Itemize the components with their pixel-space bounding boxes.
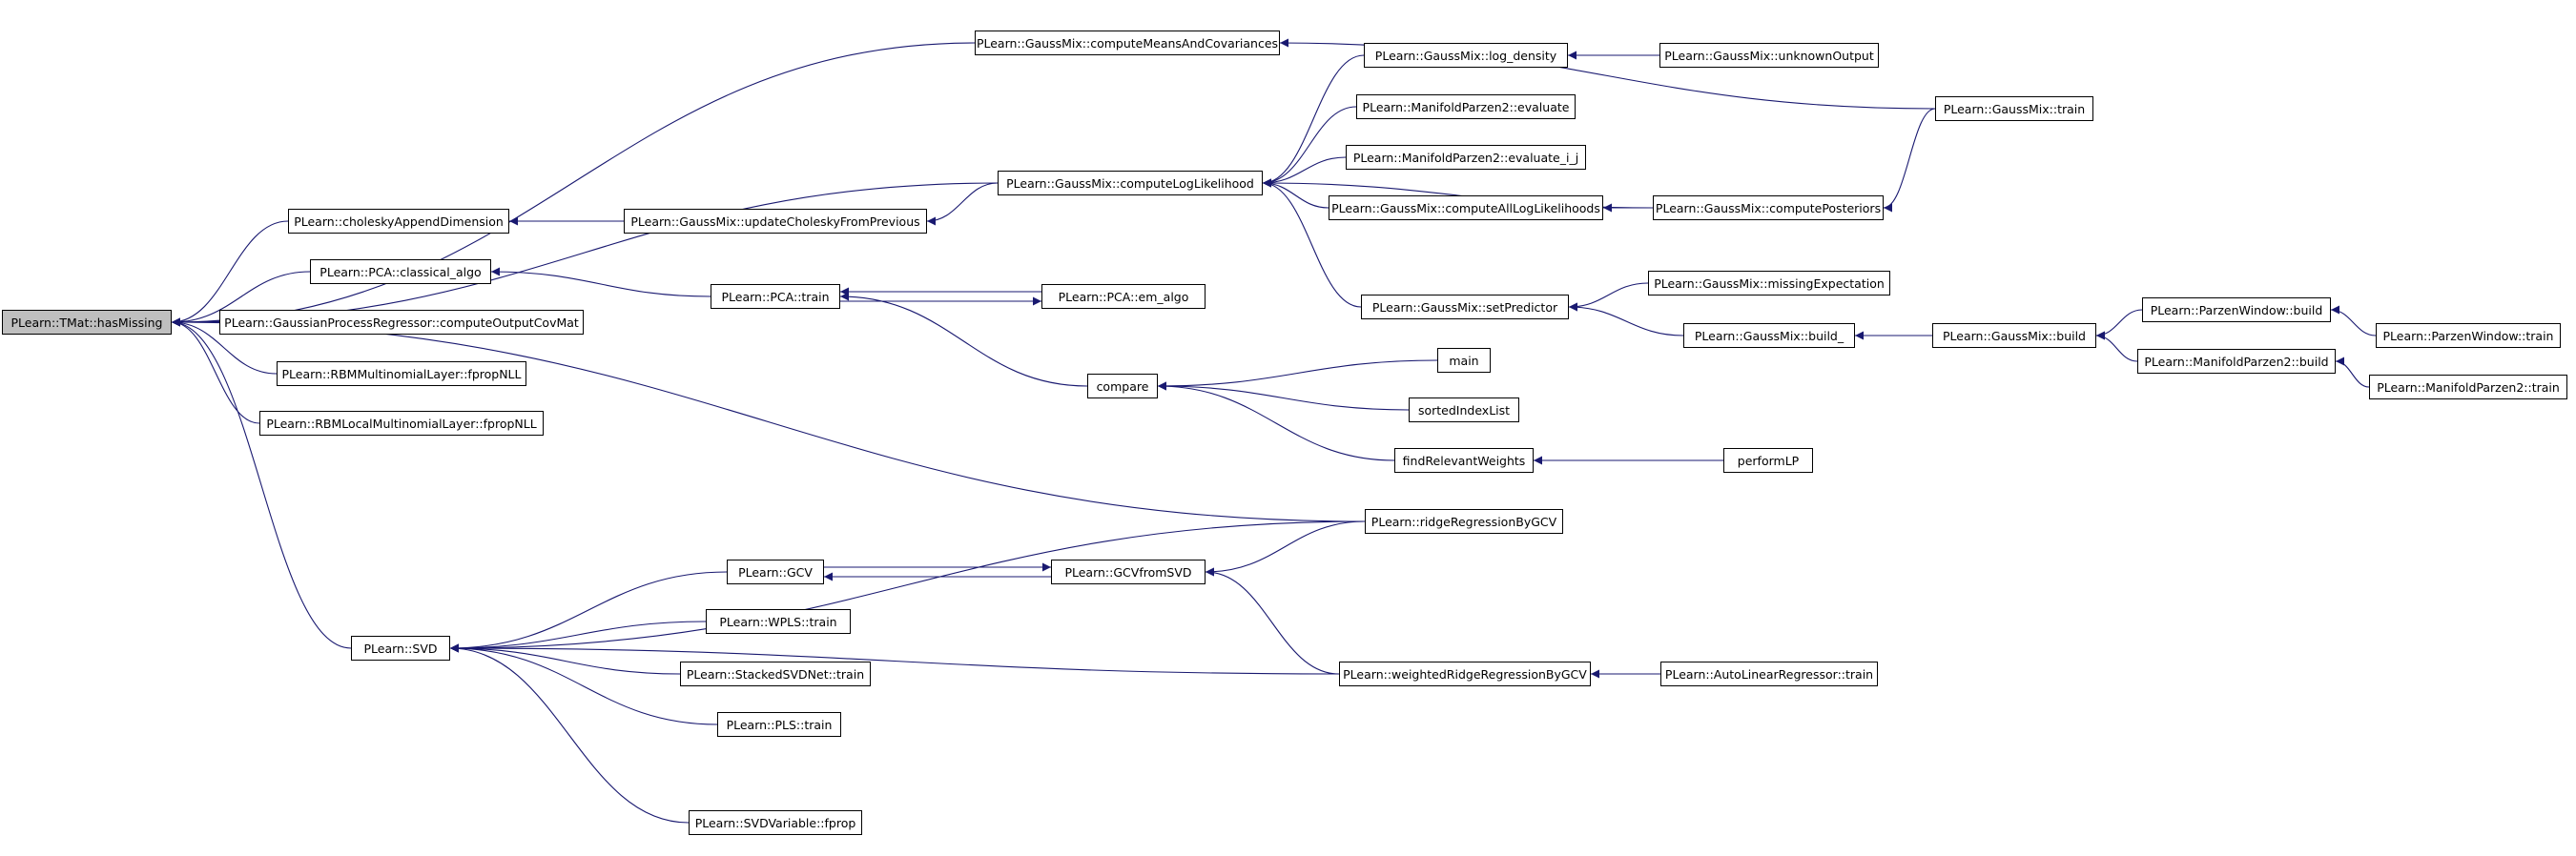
node-mp2build[interactable]: PLearn::ManifoldParzen2::build [2137, 349, 2336, 374]
node-gauss-mix-train[interactable]: PLearn::GaussMix::train [1935, 96, 2093, 121]
node-gcv[interactable]: PLearn::GCV [727, 560, 824, 584]
edge-mp2Train-to-mp2Build [2335, 357, 2370, 388]
edge-gaussMixTrain-to-computePosteriors [1883, 108, 1936, 213]
node-sorted-index-list[interactable]: sortedIndexList [1409, 397, 1519, 422]
node-main[interactable]: main [1437, 348, 1491, 373]
edge-svd-to-hasMissing [171, 317, 352, 649]
edge-pcaClassical-to-hasMissing [171, 271, 311, 327]
node-parzen-build[interactable]: PLearn::ParzenWindow::build [2142, 297, 2331, 322]
node-mp2train[interactable]: PLearn::ManifoldParzen2::train [2369, 375, 2567, 399]
edge-gcv-to-svd [449, 571, 728, 653]
node-svd[interactable]: PLearn::SVD [351, 636, 450, 661]
node-pca-train[interactable]: PLearn::PCA::train [711, 284, 840, 309]
node-log-density[interactable]: PLearn::GaussMix::log_density [1364, 43, 1568, 68]
node-svd-variable-fprop[interactable]: PLearn::SVDVariable::fprop [689, 810, 862, 835]
node-update-cholesky[interactable]: PLearn::GaussMix::updateCholeskyFromPrev… [624, 209, 927, 234]
edge-wplsTrain-to-svd [449, 621, 707, 653]
node-compute-posteriors[interactable]: PLearn::GaussMix::computePosteriors [1653, 195, 1884, 220]
node-wpls-train[interactable]: PLearn::WPLS::train [706, 609, 851, 634]
node-compute-means-and-covariances[interactable]: PLearn::GaussMix::computeMeansAndCovaria… [975, 31, 1280, 55]
edge-stackedSvdTrain-to-svd [449, 643, 681, 675]
node-compare[interactable]: compare [1087, 374, 1158, 398]
edge-ridgeRegressionByGCV-to-gcvFromSvd [1205, 520, 1366, 577]
node-cholesky-append-dimension[interactable]: PLearn::choleskyAppendDimension [288, 209, 509, 234]
node-gauss-mix-build[interactable]: PLearn::GaussMix::build [1932, 323, 2096, 348]
edge-mp2Evaluate-to-computeLogLikelihood [1262, 106, 1357, 188]
node-parzen-train[interactable]: PLearn::ParzenWindow::train [2376, 323, 2561, 348]
edge-mp2Build-to-gaussMixBuild [2095, 331, 2138, 362]
node-compute-all-log-likelihoods[interactable]: PLearn::GaussMix::computeAllLogLikelihoo… [1329, 195, 1603, 220]
edge-rbmLocalMultinomialFpropNLL-to-hasMissing [171, 317, 260, 424]
edge-parzenTrain-to-parzenBuild [2330, 305, 2377, 336]
edge-findRelevantWeights-to-compare [1157, 381, 1395, 461]
edge-main-to-compare [1157, 359, 1438, 391]
node-rbm-local-multinomial-fprop-nll[interactable]: PLearn::RBMLocalMultinomialLayer::fpropN… [259, 411, 544, 436]
edge-rbmMultinomialFpropNLL-to-hasMissing [171, 317, 278, 375]
node-missing-expectation[interactable]: PLearn::GaussMix::missingExpectation [1648, 271, 1890, 296]
node-gcv-from-svd[interactable]: PLearn::GCVfromSVD [1051, 560, 1206, 584]
node-mp2evaluate-ij[interactable]: PLearn::ManifoldParzen2::evaluate_i_j [1346, 145, 1586, 170]
edge-build_-to-setPredictor [1568, 302, 1684, 336]
edge-pcaTrain-to-pcaClassical [490, 267, 711, 297]
node-perform-lp[interactable]: performLP [1723, 448, 1813, 473]
node-unknown-output[interactable]: PLearn::GaussMix::unknownOutput [1659, 43, 1879, 68]
node-build-[interactable]: PLearn::GaussMix::build_ [1683, 323, 1855, 348]
edge-computeAllLogLikelihoods-to-computeLogLikelihood [1262, 178, 1329, 209]
node-auto-linear-train[interactable]: PLearn::AutoLinearRegressor::train [1660, 662, 1878, 686]
edge-choleskyAppendDimension-to-hasMissing [171, 220, 289, 327]
edge-logDensity-to-computeLogLikelihood [1262, 54, 1365, 188]
edge-svdVariableFprop-to-svd [449, 643, 690, 824]
node-pls-train[interactable]: PLearn::PLS::train [717, 712, 841, 737]
node-rbm-multinomial-fprop-nll[interactable]: PLearn::RBMMultinomialLayer::fpropNLL [277, 361, 526, 386]
edge-missingExpectation-to-setPredictor [1568, 282, 1649, 312]
edge-ridgeRegressionByGCV-to-svd [449, 520, 1366, 653]
node-set-predictor[interactable]: PLearn::GaussMix::setPredictor [1361, 295, 1569, 319]
node-compute-log-likelihood[interactable]: PLearn::GaussMix::computeLogLikelihood [998, 171, 1263, 195]
edge-setPredictor-to-computeLogLikelihood [1262, 178, 1362, 308]
edge-computeMeansAndCovariances-to-hasMissing [171, 42, 976, 327]
node-pca-classical[interactable]: PLearn::PCA::classical_algo [310, 259, 491, 284]
node-gpr-compute-output-cov-mat[interactable]: PLearn::GaussianProcessRegressor::comput… [219, 310, 584, 335]
edge-parzenBuild-to-gaussMixBuild [2095, 309, 2143, 340]
edge-mp2EvaluateIJ-to-computeLogLikelihood [1262, 156, 1347, 188]
node-stacked-svd-train[interactable]: PLearn::StackedSVDNet::train [680, 662, 871, 686]
edge-computeLogLikelihood-to-updateCholesky [926, 182, 999, 226]
edge-compare-to-pcaTrain [839, 292, 1088, 387]
edge-weightedRidgeRegressionByGCV-to-svd [449, 643, 1340, 675]
edge-plsTrain-to-svd [449, 643, 718, 725]
node-find-relevant-weights[interactable]: findRelevantWeights [1394, 448, 1534, 473]
node-mp2evaluate[interactable]: PLearn::ManifoldParzen2::evaluate [1356, 94, 1576, 119]
node-pca-em-algo[interactable]: PLearn::PCA::em_algo [1041, 284, 1206, 309]
edge-weightedRidgeRegressionByGCV-to-gcvFromSvd [1205, 567, 1340, 675]
edge-sortedIndexList-to-compare [1157, 381, 1410, 411]
node-has-missing: PLearn::TMat::hasMissing [2, 310, 172, 335]
node-ridge-regression-by-gcv[interactable]: PLearn::ridgeRegressionByGCV [1365, 509, 1563, 534]
node-weighted-ridge-regression-by-gcv[interactable]: PLearn::weightedRidgeRegressionByGCV [1339, 662, 1591, 686]
